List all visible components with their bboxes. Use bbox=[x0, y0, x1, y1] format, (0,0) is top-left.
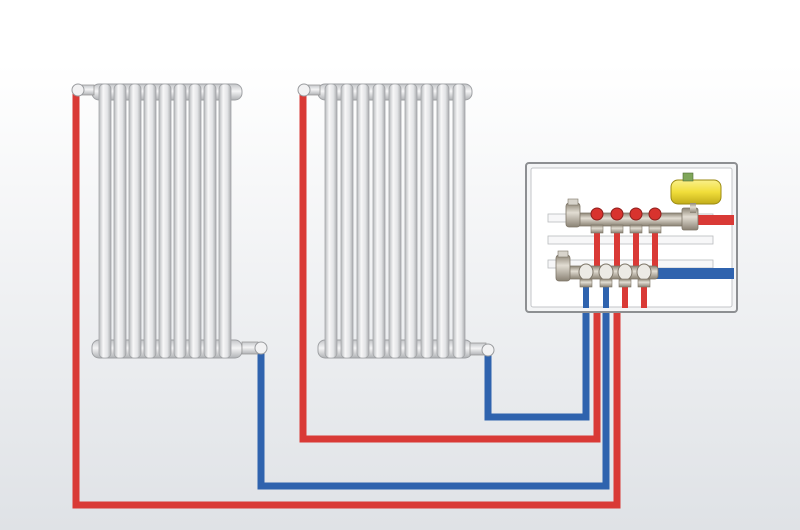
supply-valve-2 bbox=[610, 207, 624, 221]
radiator-1-sections bbox=[98, 83, 232, 359]
radiator-1-inlet-valve bbox=[71, 83, 95, 97]
supply-valve-3 bbox=[629, 207, 643, 221]
main-supply-pipe bbox=[690, 215, 734, 225]
supply-manifold bbox=[565, 198, 699, 234]
return-pipe-radiator-2 bbox=[484, 305, 590, 421]
manifold-branch-pipes bbox=[583, 230, 658, 308]
supply-valve-4 bbox=[648, 207, 662, 221]
return-valve-2 bbox=[598, 263, 614, 281]
radiator-1-outlet-valve bbox=[241, 341, 268, 355]
main-return-pipe bbox=[655, 268, 734, 279]
return-valve-1 bbox=[578, 263, 594, 281]
supply-pipe-radiator-1 bbox=[72, 90, 621, 509]
supply-valves bbox=[590, 207, 662, 221]
radiator-2-sections bbox=[324, 83, 466, 359]
radiator-1 bbox=[71, 83, 268, 359]
pipes bbox=[72, 90, 621, 509]
radiator-2 bbox=[297, 83, 495, 359]
supply-valve-1 bbox=[590, 207, 604, 221]
radiator-2-inlet-valve bbox=[297, 83, 321, 97]
return-valve-3 bbox=[617, 263, 633, 281]
radiator-2-outlet-valve bbox=[469, 342, 495, 357]
return-valve-4 bbox=[636, 263, 652, 281]
return-pipe-radiator-1 bbox=[257, 305, 610, 490]
return-manifold bbox=[555, 250, 659, 288]
supply-pipe-radiator-2 bbox=[299, 90, 601, 443]
expansion-tank bbox=[670, 172, 722, 213]
